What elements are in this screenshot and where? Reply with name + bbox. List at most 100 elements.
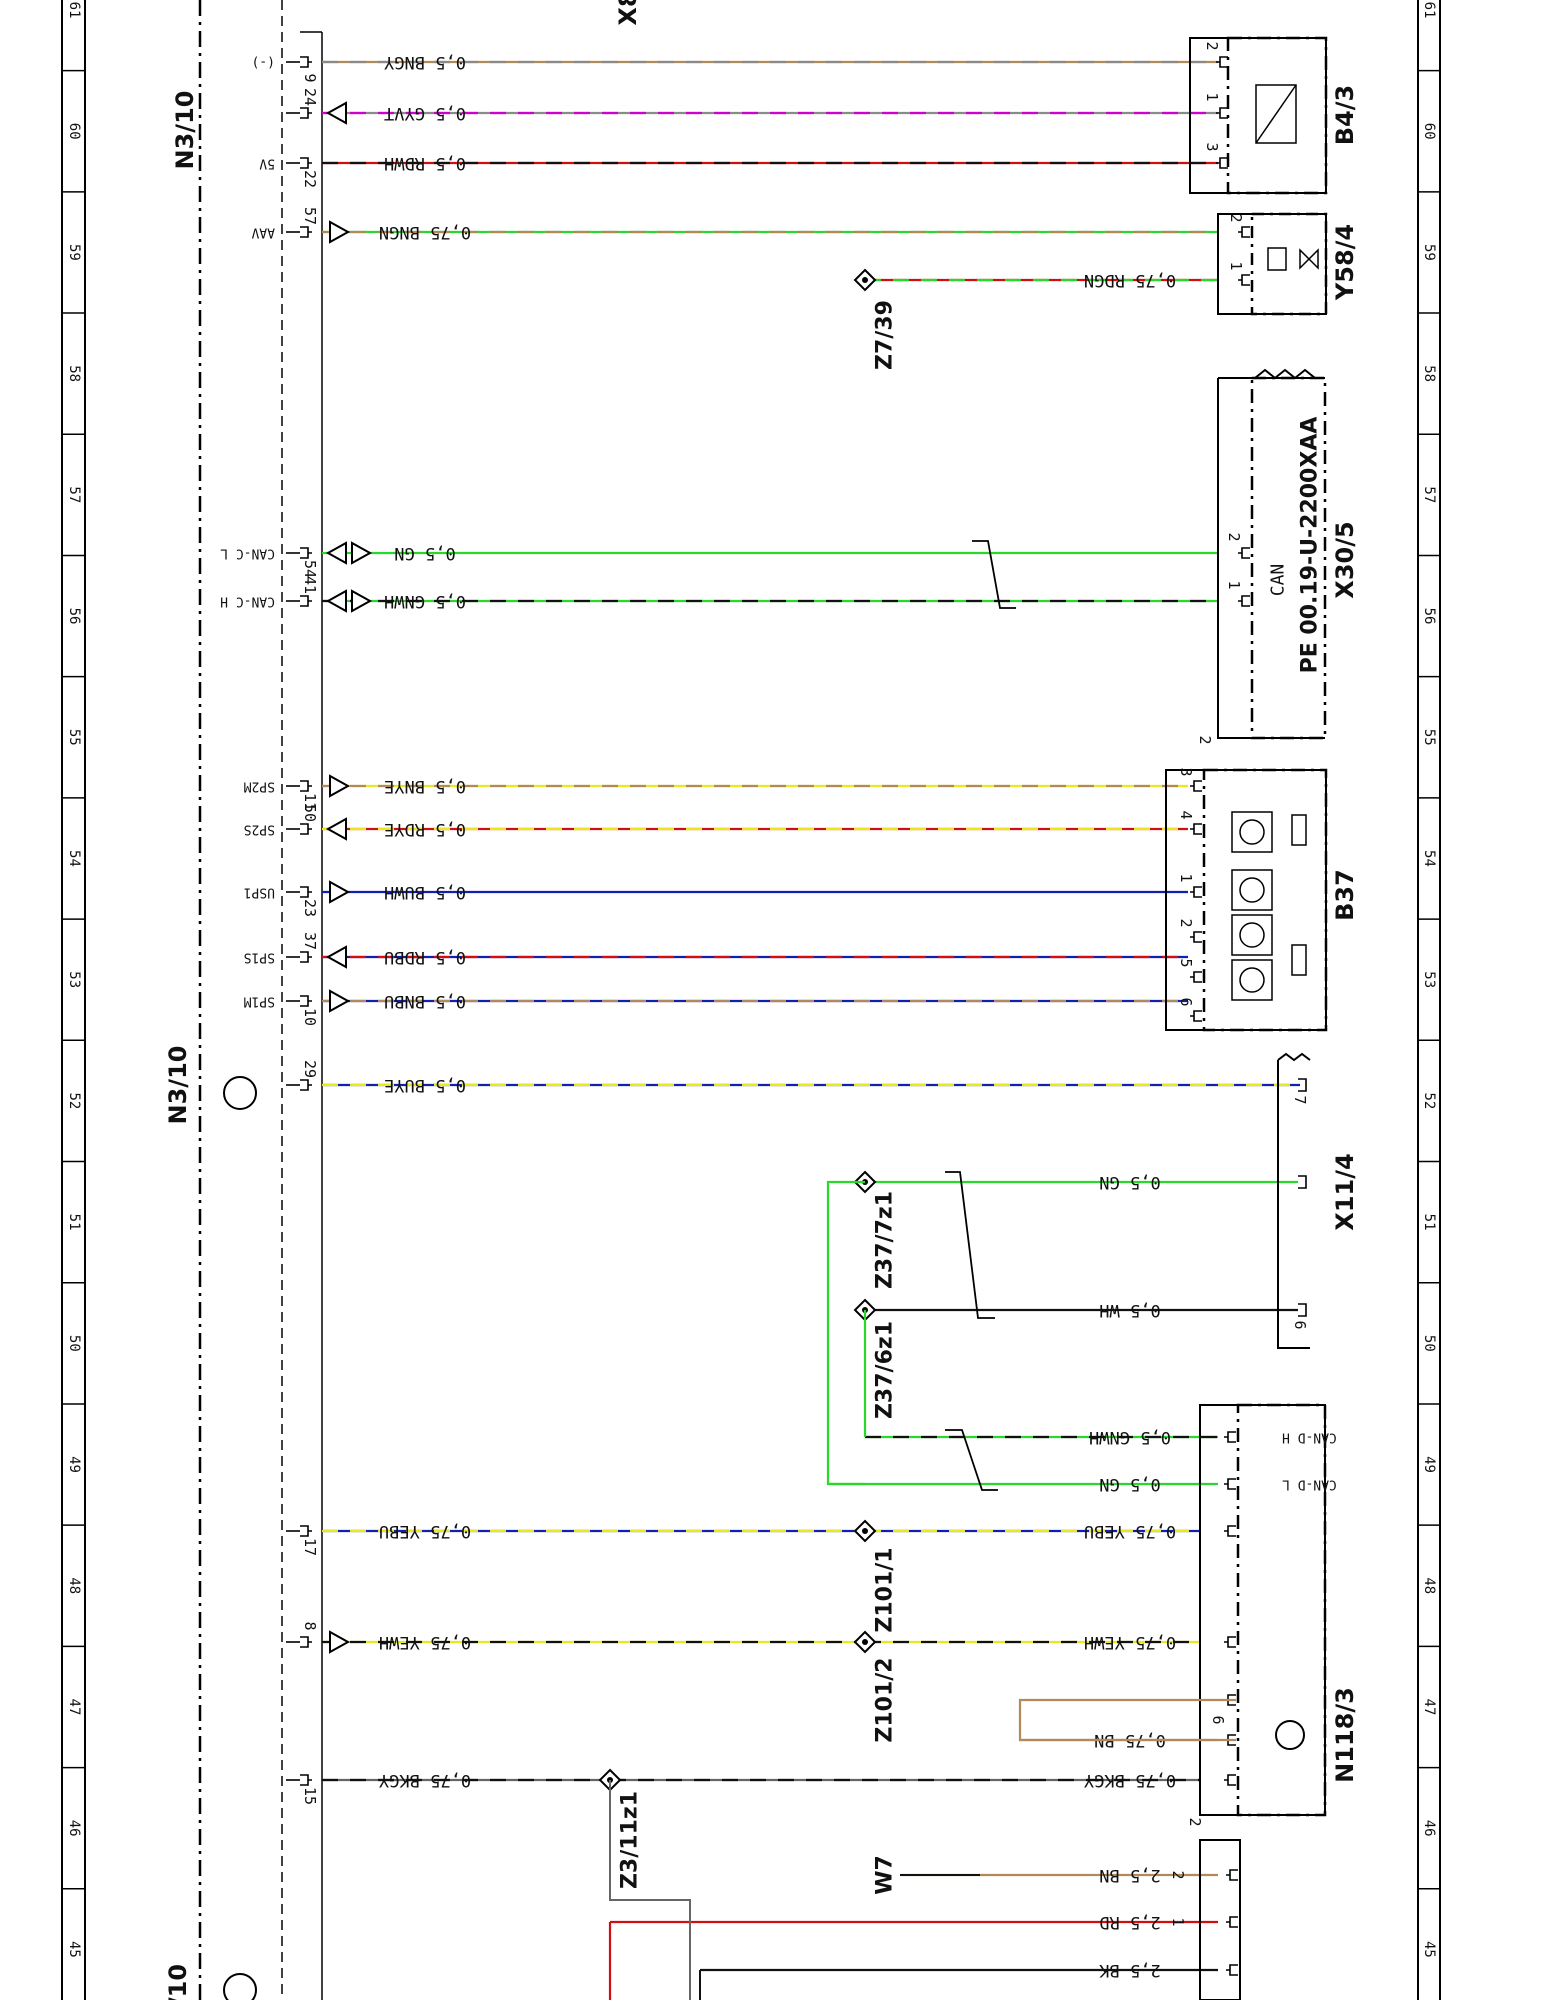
pin-terminal xyxy=(1226,1916,1238,1928)
pin-number: 17 xyxy=(301,1538,319,1556)
pin-number: 9 xyxy=(301,73,319,82)
component-label-z37-6z1: Z37/6z1 xyxy=(873,1321,898,1419)
ruler-number-right: 49 xyxy=(1421,1456,1437,1473)
hall-sensor-symbol xyxy=(1239,922,1265,948)
lower-connector xyxy=(1199,1839,1241,2001)
pin-terminal xyxy=(300,56,312,68)
right-wire-spec: 0,5 GN xyxy=(1099,1172,1160,1192)
ruler-number-left: 57 xyxy=(66,486,82,503)
y58-4-pin: 1 xyxy=(1227,261,1245,270)
wire-spec: 0,5 BNGY xyxy=(384,52,466,72)
hall-sensor-box xyxy=(1231,869,1273,911)
y58-4-pin: 2 xyxy=(1227,213,1245,222)
ruler-right xyxy=(1417,0,1441,2000)
signal-label: CAN-C H xyxy=(220,594,275,609)
ruler-number-right: 56 xyxy=(1421,608,1437,625)
ruler-number-left: 51 xyxy=(66,1214,82,1231)
pin-number: 29 xyxy=(301,1060,319,1078)
pin-terminal xyxy=(1190,931,1202,943)
n118-signal-can-d-l: CAN-D L xyxy=(1282,1477,1337,1492)
signal-arrow-out xyxy=(329,880,351,904)
hall-sensor-symbol xyxy=(1239,967,1265,993)
pin-terminal xyxy=(1238,226,1250,238)
x11-4-pin-socket xyxy=(1298,1303,1307,1317)
ruler-number-right: 47 xyxy=(1421,1699,1437,1716)
ruler-number-right: 54 xyxy=(1421,850,1437,867)
wire-spec: 0,5 BNYE xyxy=(384,776,466,796)
hall-sensor-symbol xyxy=(1239,877,1265,903)
x11-4-box xyxy=(1277,1060,1310,1349)
signal-label: (-) xyxy=(252,55,275,70)
right-wire-spec: 0,75 YEBU xyxy=(1084,1521,1176,1541)
wire-spec: 0,5 GNWH xyxy=(384,591,466,611)
signal-arrow-out xyxy=(329,220,351,244)
pin-terminal xyxy=(300,780,312,792)
pin-terminal xyxy=(1216,56,1228,68)
signal-label: AAV xyxy=(251,225,275,240)
x11-4-pin: 6 xyxy=(1291,1320,1309,1329)
wire-spec: 0,75 BNGN xyxy=(379,222,471,242)
z37-green-link xyxy=(826,1180,865,1486)
component-label-x30-5-ref: PE 00.19-U-2200XAA xyxy=(1298,417,1323,674)
ruler-number-right: 58 xyxy=(1421,365,1437,382)
pin-terminal xyxy=(300,995,312,1007)
ruler-number-left: 59 xyxy=(66,244,82,261)
pin-terminal xyxy=(1224,1431,1236,1443)
ruler-number-left: 45 xyxy=(66,1941,82,1958)
right-wire-spec: 0,75 BKGY xyxy=(1084,1770,1176,1790)
b4-3-pin: 3 xyxy=(1203,142,1221,151)
pin-number: 57 xyxy=(301,207,319,225)
pin-terminal xyxy=(300,823,312,835)
pin-number: 37 xyxy=(301,932,319,950)
pressure-sensor-diagonal xyxy=(1255,84,1297,144)
pin-number: 54 xyxy=(301,560,319,578)
b37-resistor xyxy=(1291,944,1307,976)
ruler-number-right: 51 xyxy=(1421,1214,1437,1231)
pin-number: 50 xyxy=(301,804,319,822)
pin-number: 24 xyxy=(301,88,319,106)
component-label-n3-10: /10 xyxy=(164,1964,192,2000)
signal-arrow-in xyxy=(325,589,347,613)
signal-arrow-in xyxy=(325,541,347,565)
x11-4-pin: 7 xyxy=(1291,1095,1309,1104)
ruler-number-left: 56 xyxy=(66,608,82,625)
ruler-number-right: 61 xyxy=(1421,2,1437,19)
ruler-number-right: 60 xyxy=(1421,123,1437,140)
pin-terminal xyxy=(1216,107,1228,119)
right-wire-spec: 2,5 BN xyxy=(1099,1865,1160,1885)
pin-terminal xyxy=(300,1636,312,1648)
signal-arrow-in xyxy=(325,101,347,125)
pin-terminal xyxy=(300,886,312,898)
x30-5-inner xyxy=(1250,376,1327,740)
component-label-n3-10: N3/10 xyxy=(164,1046,192,1125)
signal-label: SP1M xyxy=(244,994,275,1009)
pin-number: 11 xyxy=(301,793,319,811)
wire-spec: 0,75 BKGY xyxy=(379,1770,471,1790)
hall-sensor-box xyxy=(1231,811,1273,853)
ruler-number-right: 46 xyxy=(1421,1820,1437,1837)
pin-number: 15 xyxy=(301,1787,319,1805)
ruler-number-left: 61 xyxy=(66,2,82,19)
ruler-number-left: 55 xyxy=(66,729,82,746)
pin-terminal xyxy=(300,226,312,238)
b37-pin: 4 xyxy=(1177,810,1195,819)
wire-spec: 0,75 YEBU xyxy=(379,1521,471,1541)
pin-number: 41 xyxy=(301,576,319,594)
hall-sensor-symbol xyxy=(1239,819,1265,845)
pin-number: 22 xyxy=(301,170,319,188)
z101-2-splice-dot xyxy=(862,1639,868,1645)
signal-label: SP2S xyxy=(244,822,275,837)
pin-terminal xyxy=(1190,1010,1202,1022)
b37-inner xyxy=(1202,768,1328,1032)
pin-number: 10 xyxy=(301,1008,319,1026)
pin-terminal xyxy=(1224,1774,1236,1786)
signal-label: CAN-C L xyxy=(220,546,275,561)
ruler-number-right: 45 xyxy=(1421,1941,1437,1958)
component-label-n3-10: N3/10 xyxy=(171,91,199,170)
b4-3-pin: 2 xyxy=(1203,41,1221,50)
pin-terminal xyxy=(300,595,312,607)
component-label-x8: X8 xyxy=(614,0,642,26)
b37-pin: 6 xyxy=(1177,997,1195,1006)
